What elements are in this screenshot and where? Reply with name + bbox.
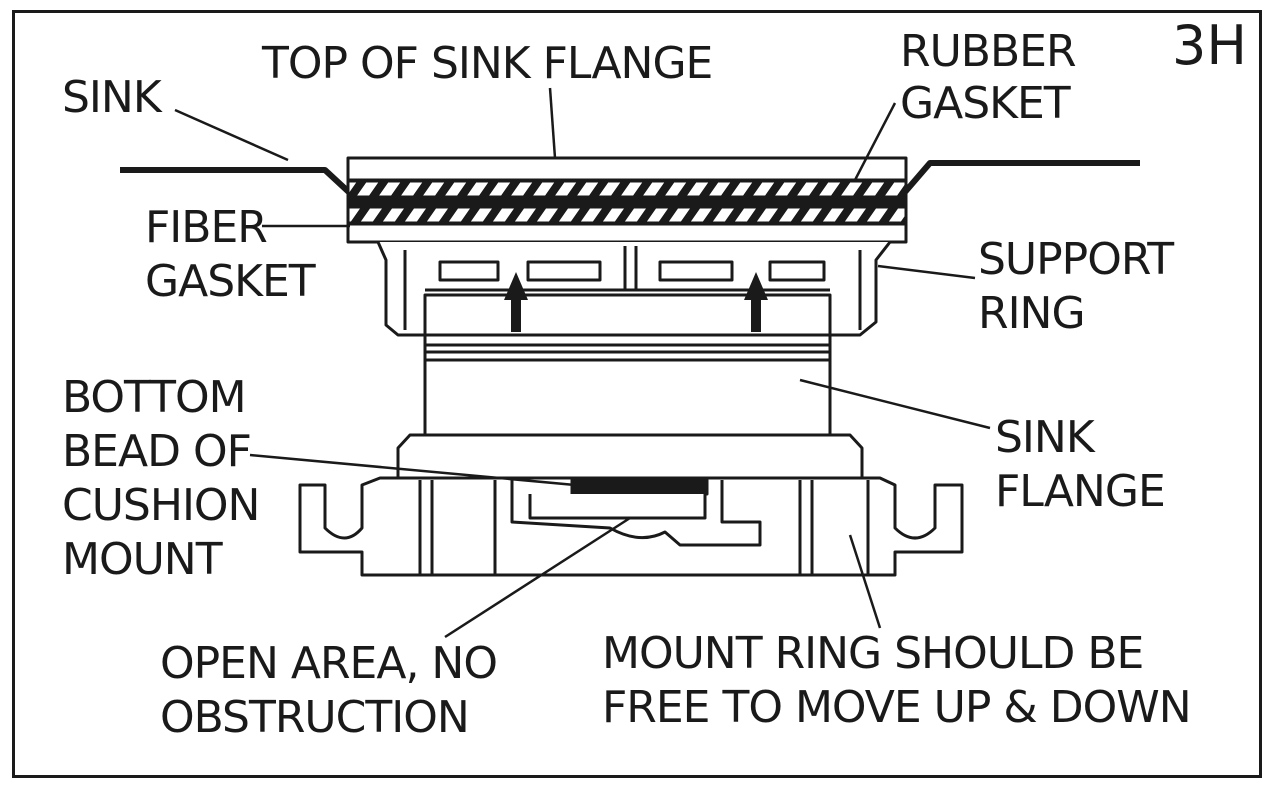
top-flange-plate: [346, 156, 908, 182]
label-rubber-gasket-line2: GASKET: [900, 78, 1071, 129]
leader-support-ring: [877, 264, 976, 280]
leader-rubber-gasket: [853, 102, 897, 181]
label-support-ring-line2: RING: [978, 288, 1086, 339]
figure-id: 3H: [1172, 14, 1247, 77]
label-rubber-gasket-line1: RUBBER: [900, 26, 1077, 77]
leader-bottom-bead: [249, 453, 576, 487]
rubber-gasket-band: [346, 179, 908, 199]
label-sink-flange-line2: FLANGE: [995, 466, 1166, 517]
label-fiber-gasket-line1: FIBER: [145, 202, 268, 253]
leader-open-area: [444, 516, 631, 639]
leader-top-of-sink-flange: [548, 87, 557, 159]
cushion-bead: [570, 478, 709, 496]
leader-sink: [174, 108, 289, 162]
up-arrow-right: [744, 272, 768, 332]
label-open-area-line2: OBSTRUCTION: [160, 692, 470, 743]
label-open-area-line1: OPEN AREA, NO: [160, 638, 498, 689]
label-mount-ring-line2: FREE TO MOVE UP & DOWN: [602, 682, 1192, 733]
label-bottom-bead-line3: CUSHION: [62, 480, 260, 531]
sink-layer: [346, 195, 908, 208]
cushion-mount-step: [396, 433, 864, 480]
up-arrow-left: [504, 272, 528, 332]
label-bottom-bead-line2: BEAD OF: [62, 426, 252, 477]
leader-mount-ring: [848, 534, 882, 629]
lower-flange-plate: [346, 222, 908, 244]
label-sink-flange-line1: SINK: [995, 412, 1095, 463]
label-mount-ring-line1: MOUNT RING SHOULD BE: [602, 628, 1144, 679]
sink-flange-body: [423, 333, 832, 437]
label-support-ring-line1: SUPPORT: [978, 234, 1174, 285]
leader-sink-flange: [799, 378, 991, 430]
label-top-of-sink-flange: TOP OF SINK FLANGE: [262, 38, 713, 89]
sink-surface: [120, 167, 355, 198]
label-fiber-gasket-line2: GASKET: [145, 256, 316, 307]
label-bottom-bead-line1: BOTTOM: [62, 372, 247, 423]
sink-surface-right: [902, 160, 1140, 194]
label-bottom-bead-line4: MOUNT: [62, 534, 223, 585]
label-sink: SINK: [62, 72, 162, 123]
fiber-gasket-band: [346, 205, 908, 225]
